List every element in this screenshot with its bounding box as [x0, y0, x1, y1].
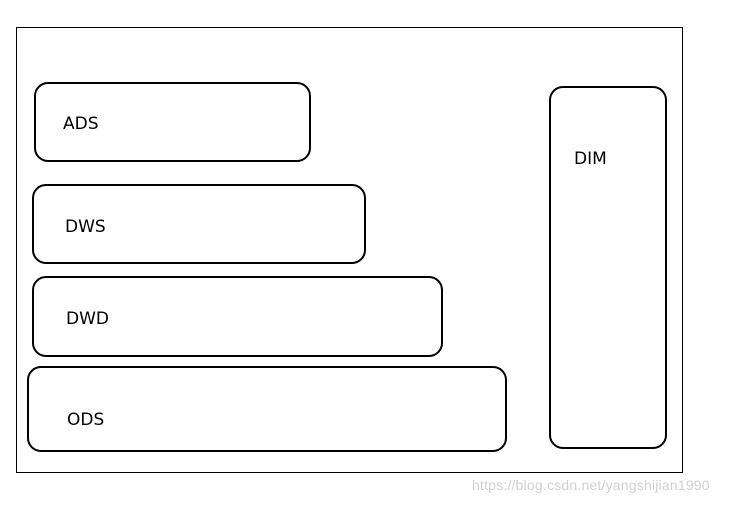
watermark-text: https://blog.csdn.net/yangshijian1990	[472, 477, 710, 493]
dimension-box-dim: DIM	[549, 86, 667, 449]
dimension-label-dim: DIM	[574, 149, 607, 169]
layer-box-ads: ADS	[34, 82, 311, 162]
layer-label-ads: ADS	[63, 114, 99, 134]
layer-box-ods: ODS	[27, 366, 507, 452]
layer-box-dws: DWS	[32, 184, 366, 264]
layer-box-dwd: DWD	[32, 276, 443, 357]
layer-label-dws: DWS	[65, 217, 106, 237]
layer-label-ods: ODS	[67, 410, 105, 430]
layer-label-dwd: DWD	[66, 309, 109, 329]
